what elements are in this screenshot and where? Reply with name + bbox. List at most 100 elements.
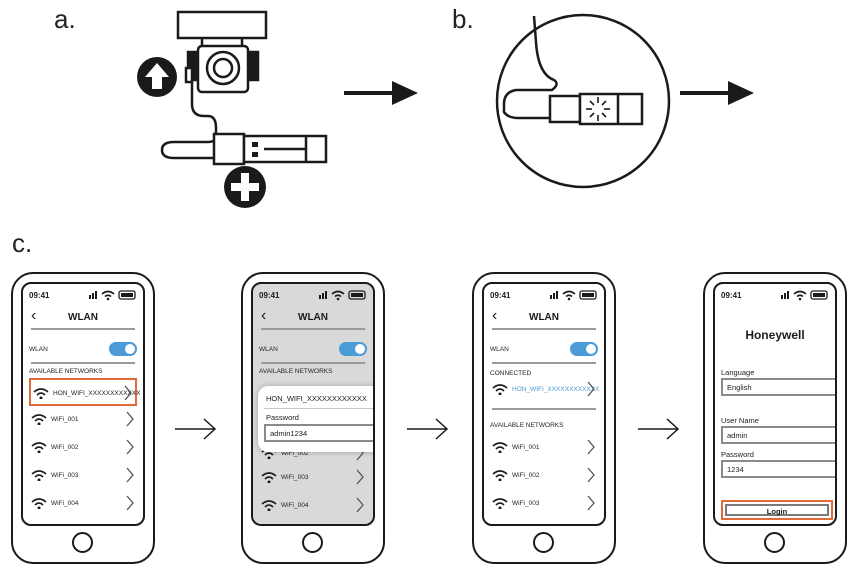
network-name: WiFi_003 [512,500,540,507]
back-button[interactable]: ‹ [492,307,498,324]
wifi-icon [31,414,47,425]
section-label: AVAILABLE NETWORKS [490,422,564,429]
status-time: 09:41 [721,291,742,300]
phone-password-dialog: 09:41 ‹ WLAN WLAN AVAILABLE NETWORKS WiF… [241,272,385,564]
connected-network-row[interactable]: HON_WIFI_XXXXXXXXXXXX [490,378,599,402]
phone-screen: 09:41 ‹ WLAN WLAN AVAILABLE NETWORKS WiF… [251,282,375,526]
divider [31,362,135,364]
chevron-right-icon [124,385,132,401]
network-row[interactable]: WiFi_002 [490,464,598,488]
login-button-label: Login [725,504,829,516]
network-row[interactable]: WiFi_004 [29,492,137,516]
network-row[interactable]: WiFi_002 [29,436,137,460]
status-time: 09:41 [490,291,511,300]
status-icons [88,290,136,301]
home-button[interactable] [533,532,554,553]
password-label: Password [266,413,299,422]
wifi-icon [261,472,277,483]
network-row[interactable]: WiFi_003 [490,492,598,516]
chevron-right-icon [126,439,134,455]
back-button[interactable]: ‹ [31,307,37,324]
network-name: WiFi_004 [51,500,79,507]
chevron-right-icon [356,497,364,513]
wifi-icon [492,498,508,509]
step-arrow-icon [407,418,449,440]
section-label: AVAILABLE NETWORKS [259,368,333,375]
status-icons [318,290,366,301]
screen-title: WLAN [529,312,559,323]
led-blink-icon [586,97,610,121]
divider [31,328,135,330]
network-row-hon[interactable]: HON_WIFI_XXXXXXXXXXXX [29,378,141,406]
step-label-c: c. [12,228,33,258]
chevron-right-icon [126,467,134,483]
usb-dongle-icon [212,132,328,166]
network-name: HON_WIFI_XXXXXXXXXXXX [53,390,141,397]
screen-title: WLAN [298,312,328,323]
network-row[interactable]: WiFi_003 [259,466,367,490]
chevron-right-icon [126,411,134,427]
divider [261,362,365,364]
arrow-up-circle-icon [137,57,177,97]
home-button[interactable] [72,532,93,553]
connected-label: CONNECTED [490,370,532,377]
password-dialog: HON_WIFI_XXXXXXXXXXXX Password admin1234 [258,386,373,452]
status-time: 09:41 [29,291,50,300]
language-select[interactable]: English [721,378,835,396]
home-button[interactable] [302,532,323,553]
network-name: WiFi_004 [281,502,309,509]
back-button[interactable]: ‹ [261,307,267,324]
username-input[interactable]: admin [721,426,835,444]
network-row[interactable]: WiFi_001 [29,408,137,432]
divider [492,362,596,364]
status-icons [780,290,828,301]
wlan-label: WLAN [29,346,48,353]
wlan-label: WLAN [490,346,509,353]
divider [261,328,365,330]
camera-usb-illustration [160,10,328,166]
network-row[interactable]: WiFi_003 [29,464,137,488]
password-label: Password [721,450,754,459]
password-input[interactable]: admin1234 [264,424,373,442]
password-input[interactable]: 1234 [721,460,835,478]
wifi-icon [492,384,508,395]
chevron-right-icon [587,467,595,483]
wifi-icon [33,388,49,399]
wlan-label: WLAN [259,346,278,353]
arrow-right-icon [680,81,754,105]
arrow-right-icon [344,81,418,105]
chevron-right-icon [587,381,595,397]
wifi-icon [31,498,47,509]
wifi-icon [31,470,47,481]
phone-login: 09:41 Honeywell Language English User Na… [703,272,847,564]
chevron-right-icon [126,495,134,511]
network-name: WiFi_002 [281,450,309,457]
network-row[interactable]: WiFi_002 [259,442,367,466]
usb-led-closeup [495,13,671,189]
chevron-right-icon [356,469,364,485]
divider [492,408,596,410]
wifi-icon [492,442,508,453]
dialog-ssid: HON_WIFI_XXXXXXXXXXXX [266,394,367,403]
wlan-toggle[interactable] [570,342,598,356]
network-name: WiFi_001 [512,444,540,451]
network-row[interactable]: WiFi_001 [490,436,598,460]
status-icons [549,290,597,301]
plus-circle-icon [224,166,266,208]
chevron-right-icon [587,495,595,511]
network-name: WiFi_003 [281,474,309,481]
chevron-right-icon [587,439,595,455]
wlan-toggle[interactable] [109,342,137,356]
brand-logo: Honeywell [745,328,805,342]
home-button[interactable] [764,532,785,553]
divider [492,328,596,330]
phone-screen: 09:41 Honeywell Language English User Na… [713,282,837,526]
language-label: Language [721,368,755,377]
username-label: User Name [721,416,759,425]
network-row[interactable]: WiFi_004 [259,494,367,518]
step-label-b: b. [452,4,474,34]
step-label-a: a. [54,4,76,34]
login-button[interactable]: Login [721,500,833,520]
wlan-toggle[interactable] [339,342,367,356]
wifi-icon [31,442,47,453]
